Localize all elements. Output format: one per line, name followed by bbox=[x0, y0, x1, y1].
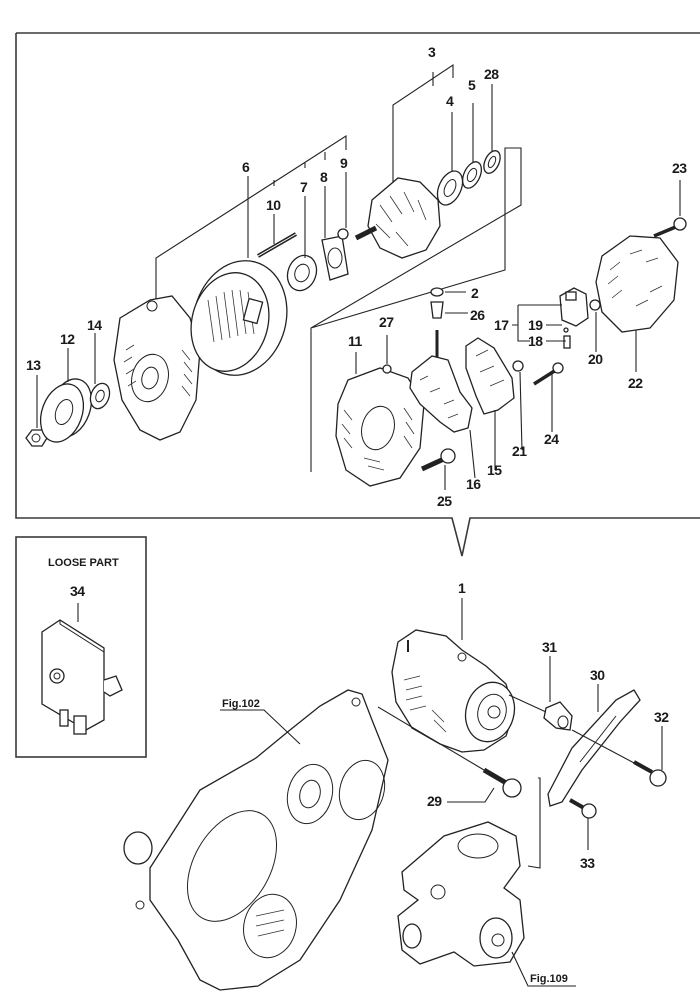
callout-32: 32 bbox=[654, 709, 669, 725]
callout-25: 25 bbox=[437, 493, 452, 509]
figure-ref-109[interactable]: Fig.109 bbox=[530, 973, 568, 985]
part-24-bolt[interactable] bbox=[533, 362, 564, 386]
callout-2: 2 bbox=[471, 285, 479, 301]
part-10-stud[interactable] bbox=[256, 232, 298, 258]
part-19-spring[interactable] bbox=[563, 327, 569, 333]
part-12-pulley[interactable] bbox=[33, 373, 99, 448]
callout-23: 23 bbox=[672, 160, 687, 176]
callout-26: 26 bbox=[470, 307, 485, 323]
callout-29: 29 bbox=[427, 793, 442, 809]
assembly-axis-line bbox=[508, 694, 547, 713]
callout-30: 30 bbox=[590, 667, 605, 683]
loose-part-box bbox=[15, 536, 147, 758]
bracket-rear-housing-group bbox=[155, 134, 347, 308]
callout-10: 10 bbox=[266, 197, 281, 213]
callout-34: 34 bbox=[70, 583, 85, 599]
part-9-screw[interactable] bbox=[337, 228, 349, 240]
bracket-water-pump bbox=[527, 777, 541, 869]
figure-ref-102[interactable]: Fig.102 bbox=[222, 698, 260, 710]
callout-8: 8 bbox=[320, 169, 328, 185]
callout-9: 9 bbox=[340, 155, 348, 171]
part-31-spacer[interactable] bbox=[543, 701, 573, 731]
callout-15: 15 bbox=[487, 462, 502, 478]
part-21-nut[interactable] bbox=[512, 360, 524, 372]
part-34-relay[interactable] bbox=[41, 619, 123, 735]
callout-31: 31 bbox=[542, 639, 557, 655]
part-8-retainer-plate[interactable] bbox=[321, 235, 349, 281]
callout-24: 24 bbox=[544, 431, 559, 447]
bracket-front-housing-group bbox=[310, 147, 522, 472]
callout-18: 18 bbox=[528, 333, 543, 349]
part-5-washer[interactable] bbox=[459, 159, 485, 191]
part-6-drive-end-frame[interactable] bbox=[113, 295, 201, 441]
leader-lines-upper bbox=[36, 72, 681, 490]
callout-14: 14 bbox=[87, 317, 102, 333]
part-23-bolt[interactable] bbox=[653, 217, 687, 238]
part-6-stator[interactable] bbox=[180, 250, 299, 386]
part-4-bearing[interactable] bbox=[432, 167, 467, 209]
part-26-insulator[interactable] bbox=[430, 301, 444, 319]
callout-28: 28 bbox=[484, 66, 499, 82]
part-11-rear-frame[interactable] bbox=[335, 367, 425, 487]
callout-3: 3 bbox=[428, 44, 436, 60]
water-pump[interactable] bbox=[397, 821, 525, 967]
part-29-bolt[interactable] bbox=[482, 767, 522, 798]
callout-19: 19 bbox=[528, 317, 543, 333]
callout-4: 4 bbox=[446, 93, 454, 109]
part-30-adjusting-bracket[interactable] bbox=[547, 689, 641, 807]
part-15-regulator[interactable] bbox=[465, 337, 515, 415]
callout-5: 5 bbox=[468, 77, 476, 93]
part-28-seal[interactable] bbox=[481, 148, 504, 176]
part-2-nut[interactable] bbox=[430, 287, 444, 297]
callout-27: 27 bbox=[379, 314, 394, 330]
gear-case-cover[interactable] bbox=[123, 689, 391, 991]
callouts-upper: 13 12 14 6 10 7 8 9 3 4 5 28 23 2 26 27 … bbox=[26, 44, 688, 509]
part-18-brush[interactable] bbox=[563, 335, 571, 349]
callout-12: 12 bbox=[60, 331, 75, 347]
part-22-rear-cover[interactable] bbox=[595, 235, 679, 333]
callout-17: 17 bbox=[494, 317, 509, 333]
part-14-spacer[interactable] bbox=[87, 381, 113, 412]
callout-16: 16 bbox=[466, 476, 481, 492]
callout-20: 20 bbox=[588, 351, 603, 367]
callout-33: 33 bbox=[580, 855, 595, 871]
callout-22: 22 bbox=[628, 375, 643, 391]
part-32-bolt[interactable] bbox=[633, 760, 667, 787]
part-3-rotor[interactable] bbox=[354, 177, 441, 259]
callout-13: 13 bbox=[26, 357, 41, 373]
part-17-brush-holder[interactable] bbox=[559, 287, 589, 327]
callout-7: 7 bbox=[300, 179, 308, 195]
callout-1: 1 bbox=[458, 580, 466, 596]
bracket-rotor-group bbox=[392, 63, 454, 195]
callout-21: 21 bbox=[512, 443, 527, 459]
part-33-bolt[interactable] bbox=[569, 798, 597, 819]
exploded-view-frame bbox=[15, 32, 700, 557]
part-7-bearing[interactable] bbox=[283, 251, 322, 294]
loose-part-title: LOOSE PART bbox=[48, 557, 119, 569]
callout-11: 11 bbox=[348, 333, 363, 349]
part-16-rectifier[interactable] bbox=[409, 330, 473, 433]
part-25-bolt[interactable] bbox=[420, 448, 456, 472]
callout-6: 6 bbox=[242, 159, 250, 175]
part-27-nut[interactable] bbox=[382, 364, 392, 374]
part-1-alternator-assembly[interactable] bbox=[391, 629, 521, 753]
part-20-nut[interactable] bbox=[589, 299, 601, 311]
